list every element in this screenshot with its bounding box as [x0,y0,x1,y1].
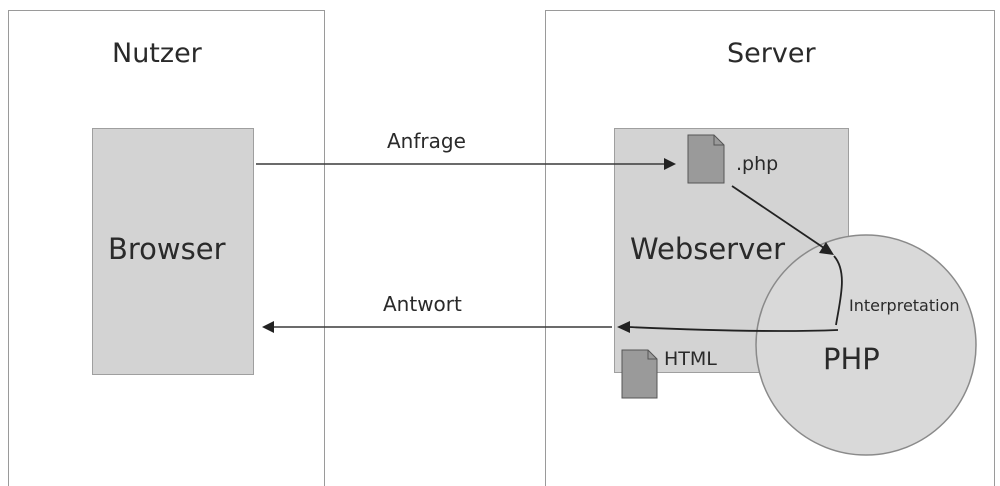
request-arrowhead [664,158,676,170]
interpretation-curve [833,255,843,326]
php-file-icon [687,134,725,184]
html-file-icon [621,349,658,399]
php-to-interpreter-arrowhead [819,242,834,255]
response-arrowhead [262,321,274,333]
interpretation-label: Interpretation [849,296,960,315]
php-file-label: .php [736,153,779,175]
response-label: Antwort [383,292,462,316]
browser-label: Browser [108,232,226,266]
user-panel-title: Nutzer [112,38,202,69]
server-panel-title: Server [727,38,816,69]
php-to-interpreter-arrow [731,185,825,249]
html-file-label: HTML [664,348,717,370]
response-arrowhead-server [617,321,630,333]
php-interpreter-circle [755,234,977,456]
response-arrow-server [627,326,839,332]
browser-box [92,128,254,375]
webserver-label: Webserver [630,232,786,266]
php-interpreter-label: PHP [823,342,880,376]
request-label: Anfrage [387,129,466,153]
